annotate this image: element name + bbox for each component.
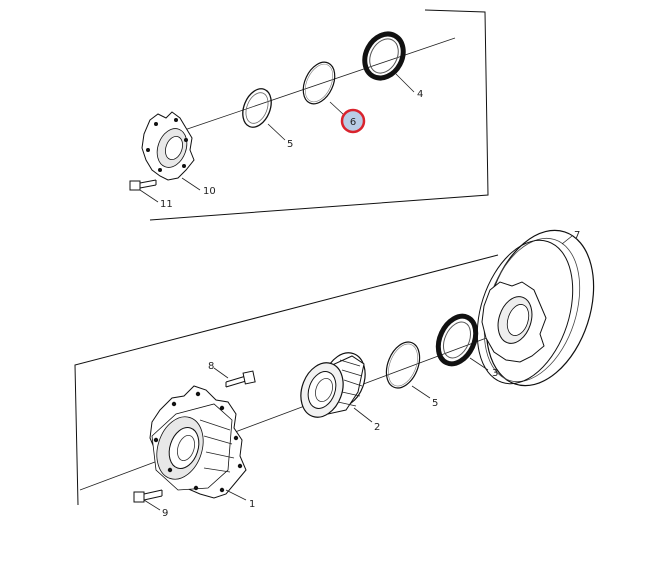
callout-6-highlight[interactable] [340, 108, 366, 134]
flange-part-10[interactable] [141, 111, 195, 181]
leader-5-upper [267, 123, 286, 141]
lower-frame [74, 254, 499, 506]
callout-7: 7 [574, 230, 580, 241]
callout-10: 10 [203, 186, 216, 197]
upper-frame [149, 9, 489, 221]
leader-5-lower [411, 385, 431, 399]
callout-4: 4 [417, 89, 423, 100]
callout-6: 6 [350, 117, 356, 128]
leader-11 [139, 189, 159, 203]
leader-1 [225, 489, 247, 501]
leader-10 [181, 177, 201, 191]
callout-5-upper: 5 [287, 139, 293, 150]
leader-9 [143, 499, 161, 511]
bolt-part-8[interactable] [225, 370, 256, 388]
bolt-part-11[interactable] [129, 179, 157, 191]
upper-panel: 6 4 5 10 11 [129, 9, 489, 221]
callout-8: 8 [208, 361, 214, 372]
callout-11: 11 [160, 199, 173, 210]
leader-7 [561, 235, 573, 245]
callout-3: 3 [492, 368, 498, 379]
bolt-part-9[interactable] [133, 489, 163, 503]
seal-part-4[interactable] [357, 27, 410, 85]
hub-part-1[interactable] [149, 385, 247, 499]
lower-panel: 7 3 5 2 1 8 9 [74, 216, 612, 519]
leader-3 [469, 357, 489, 371]
o-ring-part-5-lower[interactable] [380, 337, 426, 393]
leader-4 [395, 73, 415, 93]
callout-2: 2 [374, 422, 380, 433]
leader-6 [329, 101, 345, 116]
leader-8 [213, 367, 229, 379]
bearing-part-2[interactable] [294, 347, 373, 423]
o-ring-part-6[interactable] [297, 57, 341, 109]
callout-1: 1 [249, 499, 255, 510]
washer-part-5-upper[interactable] [237, 85, 276, 132]
seal-part-3[interactable] [431, 310, 483, 370]
leader-2 [353, 407, 373, 423]
callout-9: 9 [162, 508, 168, 519]
rotor-part-7[interactable] [460, 216, 612, 399]
callout-5-lower: 5 [432, 398, 438, 409]
